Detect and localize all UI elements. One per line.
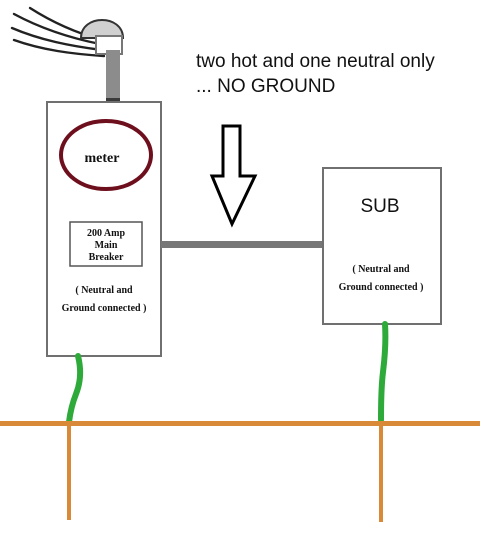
main-panel-note-line1: ( Neutral and bbox=[75, 285, 133, 296]
breaker-label-line3: Breaker bbox=[89, 252, 124, 263]
feeder-conduit bbox=[161, 241, 323, 248]
weatherhead bbox=[79, 19, 125, 104]
main-ground-rod bbox=[67, 424, 71, 520]
main-panel-note-line2: Ground connected ) bbox=[62, 303, 147, 314]
sub-ground-rod bbox=[379, 424, 383, 522]
breaker-label-line1: 200 Amp bbox=[87, 228, 126, 239]
ground-surface-line bbox=[0, 421, 480, 426]
sub-panel-note-line1: ( Neutral and bbox=[352, 264, 410, 275]
main-breaker-box bbox=[69, 221, 143, 267]
annotation-line1: two hot and one neutral only bbox=[196, 51, 435, 72]
meter-label: meter bbox=[85, 151, 120, 166]
sub-panel-note-line2: Ground connected ) bbox=[339, 282, 424, 293]
sub-panel-title: SUB bbox=[360, 196, 399, 217]
sub-ground-wire bbox=[378, 321, 389, 423]
sub-panel: SUB ( Neutral and Ground connected ) bbox=[322, 167, 442, 325]
main-panel: meter 200 Amp Main Breaker ( Neutral and… bbox=[46, 101, 162, 357]
down-arrow-icon bbox=[209, 124, 258, 228]
main-ground-wire bbox=[66, 353, 84, 425]
meter-ring bbox=[59, 119, 153, 191]
breaker-label-line2: Main bbox=[95, 240, 118, 251]
annotation-line2: ... NO GROUND bbox=[196, 76, 335, 97]
